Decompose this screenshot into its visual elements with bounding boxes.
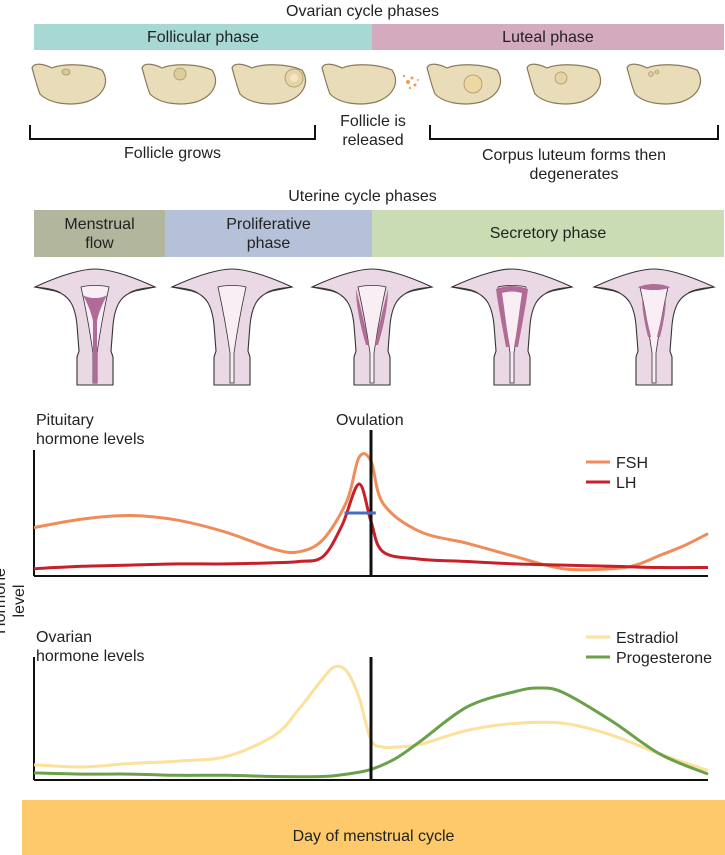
series-line-lh: [33, 482, 709, 571]
menstrual-flow-line2: flow: [85, 234, 114, 252]
ovary-3-icon: [231, 63, 307, 105]
follicle-grows-label: Follicle grows: [124, 145, 221, 162]
legend-label-fsh: FSH: [616, 455, 648, 472]
follicular-phase-bar: Follicular phase: [34, 24, 372, 50]
pituitary-hormone-title: Pituitary hormone levels: [36, 411, 145, 449]
series-line-progesterone: [33, 686, 709, 779]
follicle-released-label: Follicle is released: [318, 112, 428, 150]
ovary-2-icon: [141, 63, 217, 105]
uterus-secretory-2-icon: [593, 268, 715, 386]
proliferative-line2: phase: [246, 234, 291, 252]
follicle-grows-bracket: [29, 125, 316, 140]
corpus-luteum-line2: degenerates: [529, 166, 619, 183]
luteal-phase-bar: Luteal phase: [372, 24, 724, 50]
x-axis-band: [22, 800, 725, 855]
uterine-cycle-title: Uterine cycle phases: [288, 188, 437, 205]
uterus-ovulation-icon: [311, 268, 433, 386]
follicle-released-line2: released: [342, 132, 404, 149]
ovary-corpus-luteum-1-icon: [426, 63, 502, 105]
legend-label-lh: LH: [616, 475, 636, 492]
ovarian-hormone-line2: hormone levels: [36, 648, 145, 665]
follicular-phase-label: Follicular phase: [146, 28, 260, 46]
pituitary-line2: hormone levels: [36, 431, 145, 448]
luteal-phase-label: Luteal phase: [502, 28, 594, 46]
uterus-secretory-1-icon: [451, 268, 573, 386]
ovary-corpus-luteum-2-icon: [526, 63, 602, 105]
corpus-luteum-bracket: [429, 125, 719, 140]
series-line-estradiol: [33, 664, 709, 773]
ovulation-label: Ovulation: [336, 412, 404, 429]
corpus-luteum-line1: Corpus luteum forms then: [481, 147, 667, 164]
legend-label-estradiol: Estradiol: [616, 630, 678, 647]
ovary-corpus-luteum-3-icon: [626, 63, 702, 105]
ovarian-hormone-title: Ovarian hormone levels: [36, 628, 145, 666]
menstrual-flow-line1: Menstrual: [64, 215, 135, 233]
ovary-1-icon: [31, 63, 107, 105]
x-axis-title: Day of menstrual cycle: [292, 828, 455, 845]
corpus-luteum-label: Corpus luteum forms then degenerates: [430, 146, 718, 184]
legend-label-progesterone: Progesterone: [616, 650, 712, 667]
menstrual-flow-bar: Menstrual flow: [34, 210, 165, 257]
ovary-ovulating-icon: [321, 63, 419, 105]
uterus-menstrual-icon: [34, 268, 156, 386]
secretory-phase-bar: Secretory phase: [372, 210, 724, 257]
ovary-illustrations: [29, 63, 719, 140]
follicle-released-line1: Follicle is: [340, 113, 406, 130]
ovarian-cycle-title: Ovarian cycle phases: [286, 3, 439, 20]
ovarian-hormone-line1: Ovarian: [36, 629, 93, 646]
uterus-illustrations: [34, 268, 715, 386]
proliferative-phase-bar: Proliferative phase: [165, 210, 372, 257]
secretory-phase-label: Secretory phase: [489, 225, 607, 242]
proliferative-line1: Proliferative: [226, 215, 311, 233]
pituitary-line1: Pituitary: [36, 412, 94, 429]
